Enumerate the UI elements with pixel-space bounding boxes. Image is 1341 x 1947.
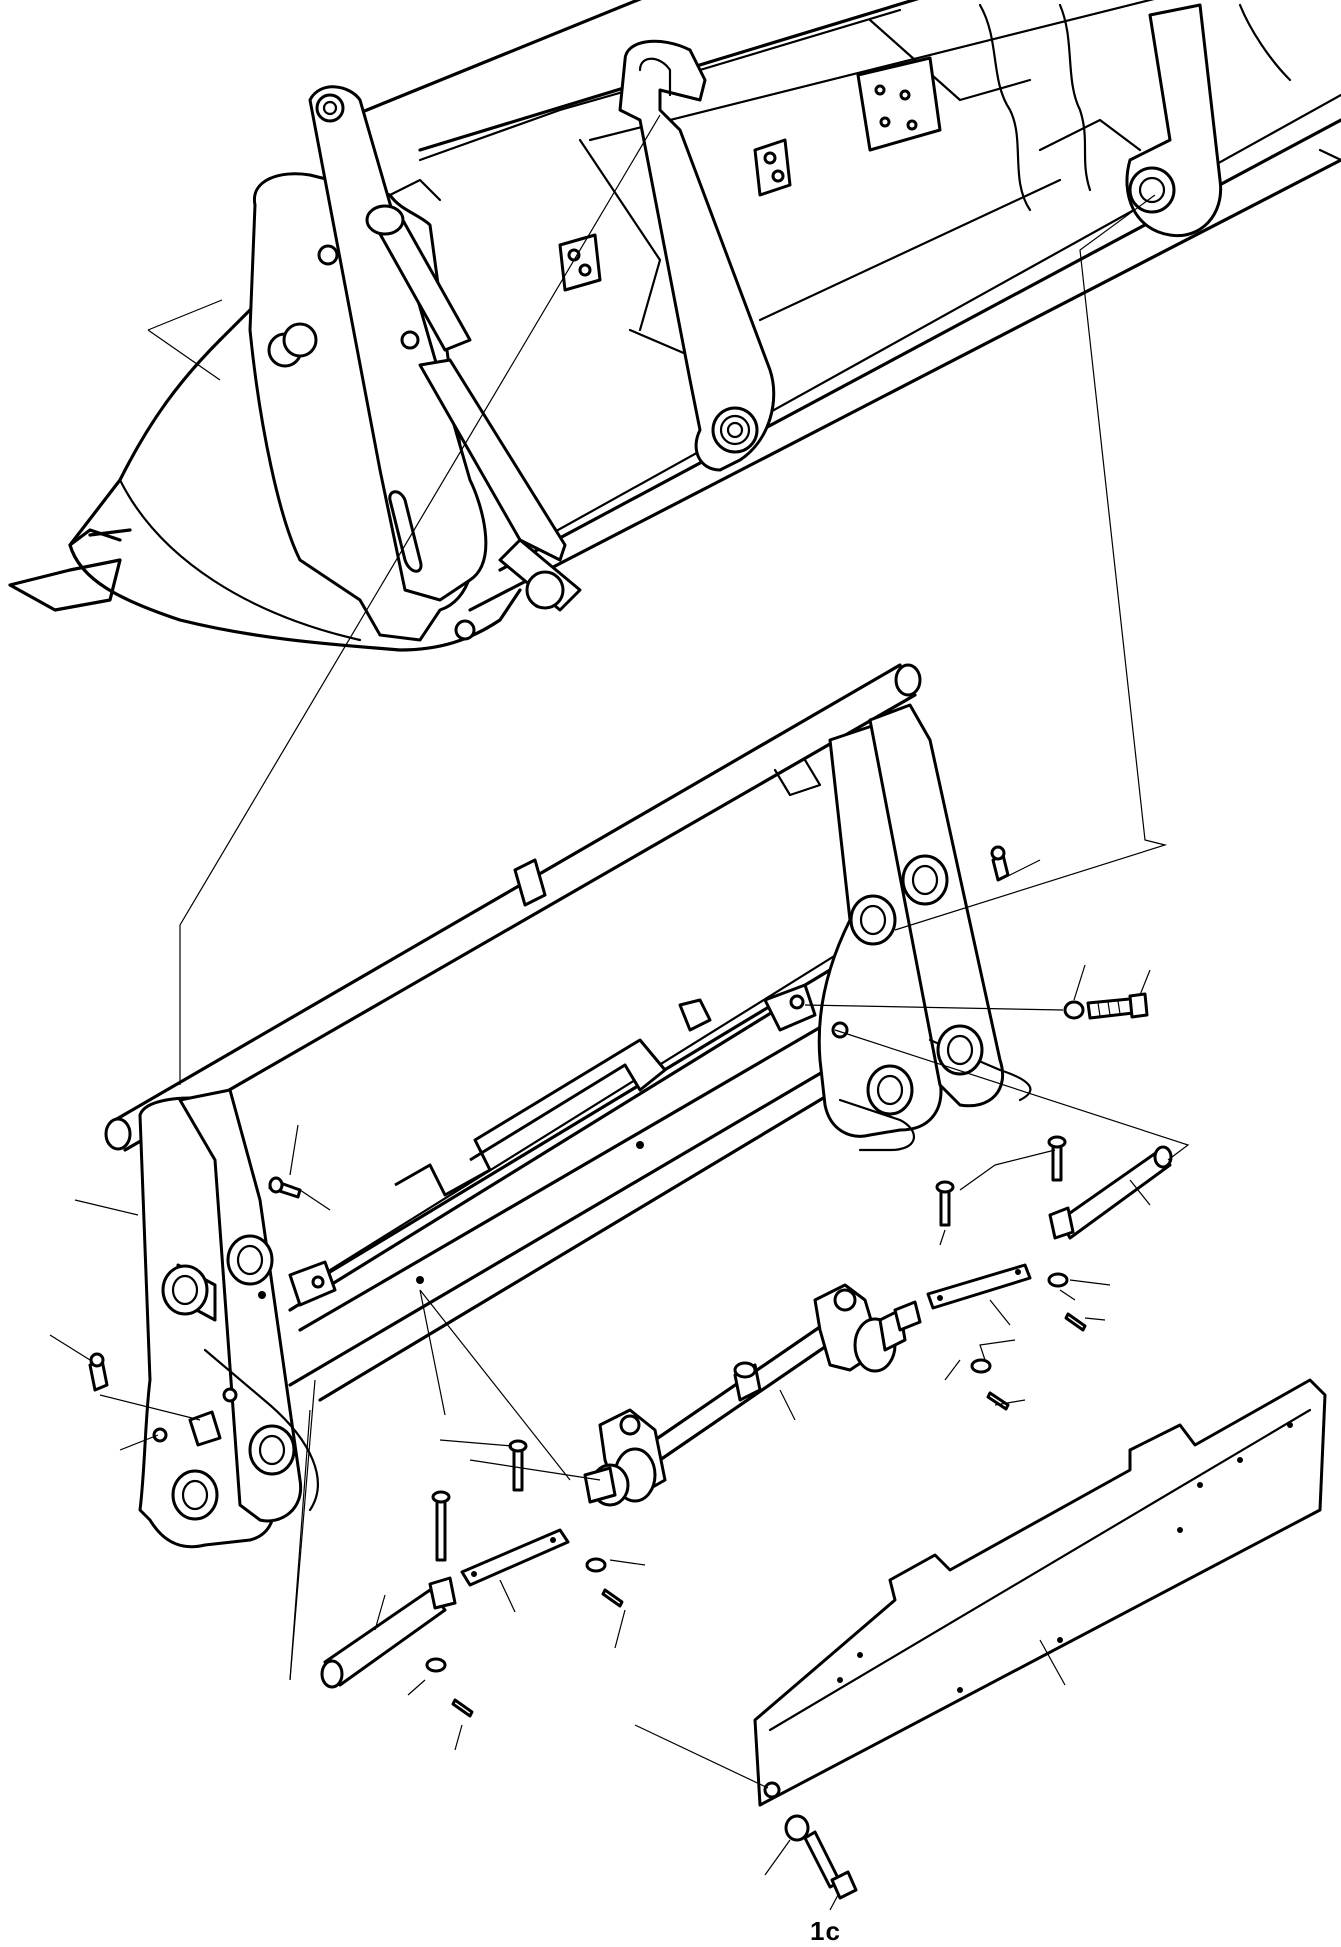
locking-shaft-assembly	[320, 1135, 1173, 1718]
page-code: 1c	[810, 1916, 841, 1946]
bushing	[901, 854, 949, 906]
coupler-frame	[88, 663, 1032, 1549]
bucket	[8, 0, 1341, 652]
bushing	[171, 1469, 219, 1521]
bushing	[866, 1064, 914, 1116]
fasteners	[268, 992, 1149, 1199]
bushing	[248, 1424, 296, 1476]
bushing	[226, 1234, 274, 1286]
bushing	[936, 1024, 984, 1076]
bushing	[161, 1263, 217, 1322]
cover-plate	[753, 1378, 1327, 1900]
bushing	[849, 894, 897, 946]
leader-lines	[49, 114, 1190, 1911]
